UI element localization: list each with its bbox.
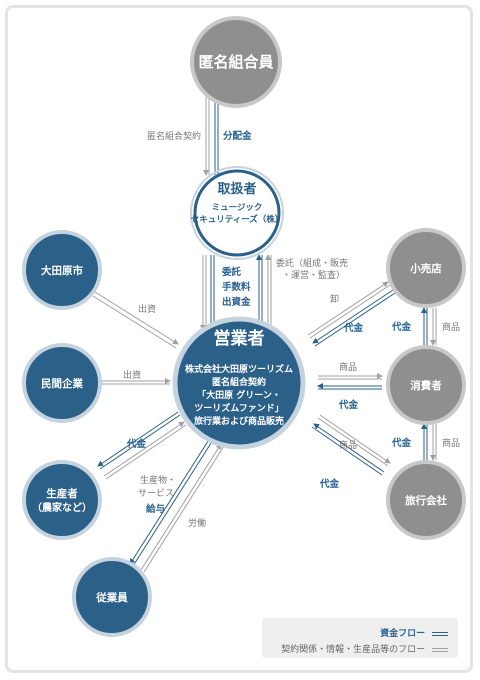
label-commission: 委託 — [221, 266, 242, 278]
node-operator: 営業者 株式会社大田原ツーリズム 匿名組合契約 「大田原 グリーン・ ツーリズム… — [172, 316, 306, 450]
legend-other-swatch — [432, 647, 448, 652]
label-price-travel: 代金 — [319, 478, 340, 490]
flow-travel-price-line — [313, 423, 385, 473]
label-price-vert2: 代金 — [391, 437, 412, 449]
flow-producer-price-line — [97, 411, 179, 467]
flow-lines — [92, 94, 437, 573]
flow-products-line-2 — [105, 424, 187, 480]
label-goods-consumer: 商品 — [339, 361, 357, 373]
svg-text:ミュージック: ミュージック — [212, 202, 263, 213]
legend: 資金フロー 契約関係・情報・生産品等のフロー — [262, 618, 458, 658]
svg-text:匿名組合契約: 匿名組合契約 — [212, 376, 266, 388]
node-producer: 生産者 （農家など） — [22, 460, 102, 540]
svg-text:従業員: 従業員 — [95, 591, 128, 604]
flow-labels: 匿名組合契約 分配金 委託 手数料 出資金 委託（組成・販売 ・運営・監査） 出… — [123, 130, 460, 529]
label-consign-2: ・運営・監査） — [282, 269, 345, 281]
svg-text:匿名組合員: 匿名組合員 — [198, 53, 273, 71]
flow-travel-goods-line — [319, 414, 391, 464]
flow-salary-line-2 — [132, 439, 214, 567]
svg-text:取扱者: 取扱者 — [217, 181, 256, 197]
node-investors: 匿名組合員 — [190, 16, 282, 108]
label-price-consumer: 代金 — [338, 399, 359, 411]
node-private-company: 民間企業 — [22, 343, 102, 423]
svg-text:営業者: 営業者 — [214, 328, 265, 349]
node-city: 大田原市 — [22, 230, 102, 310]
svg-text:ツーリズムファンド」: ツーリズムファンド」 — [194, 402, 283, 414]
svg-text:小売店: 小売店 — [409, 262, 442, 275]
flow-city-invest-line-2 — [92, 295, 177, 349]
flow-labor-line-2 — [143, 445, 225, 573]
svg-text:旅行業および商品販売: 旅行業および商品販売 — [194, 415, 284, 427]
legend-money-label: 資金フロー — [380, 629, 426, 639]
svg-text:（農家など）: （農家など） — [32, 501, 92, 514]
flow-products-line — [103, 421, 185, 477]
svg-text:株式会社大田原ツーリズム: 株式会社大田原ツーリズム — [185, 363, 293, 375]
legend-money-swatch — [432, 631, 448, 636]
svg-text:大田原市: 大田原市 — [41, 264, 83, 277]
flow-wholesale-line — [307, 281, 389, 336]
node-consumer: 消費者 — [386, 345, 466, 425]
node-travel-agency: 旅行会社 — [386, 460, 466, 540]
label-wholesale: 卸 — [330, 293, 339, 305]
svg-text:セキュリティーズ（株）: セキュリティーズ（株） — [191, 214, 284, 225]
label-salary: 給与 — [146, 503, 165, 515]
label-price-retail: 代金 — [343, 322, 364, 334]
flow-travel-price-line-2 — [311, 426, 383, 476]
svg-text:生産者: 生産者 — [46, 487, 78, 500]
svg-text:消費者: 消費者 — [410, 379, 442, 392]
label-dividend: 分配金 — [223, 130, 252, 142]
label-goods-travel: 商品 — [339, 439, 357, 451]
flow-travel-goods-line-2 — [317, 417, 389, 467]
label-products-1: 生産物・ — [140, 474, 176, 486]
label-price-vert1: 代金 — [391, 321, 412, 333]
flow-producer-price-line-2 — [99, 414, 181, 470]
flow-wholesale-line-2 — [309, 284, 391, 339]
flow-retail-price-line-2 — [314, 292, 396, 347]
svg-text:民間企業: 民間企業 — [41, 377, 83, 390]
label-price-producer: 代金 — [126, 438, 147, 450]
label-consign-1: 委託（組成・販売 — [276, 257, 348, 269]
flow-retail-price-line — [312, 289, 394, 344]
legend-other-label: 契約関係・情報・生産品等のフロー — [281, 645, 426, 655]
label-invest-private: 出資 — [123, 369, 141, 381]
flow-labor-line — [140, 443, 222, 571]
legend-other: 契約関係・情報・生産品等のフロー — [281, 642, 448, 655]
node-employee: 従業員 — [72, 557, 152, 637]
node-retail: 小売店 — [386, 228, 466, 308]
node-handler: 取扱者 ミュージック セキュリティーズ（株） — [190, 166, 284, 260]
label-capital: 出資金 — [222, 296, 251, 308]
label-invest-city: 出資 — [138, 303, 156, 315]
label-goods-vert2: 商品 — [442, 437, 460, 449]
svg-text:旅行会社: 旅行会社 — [405, 494, 447, 507]
label-fee: 手数料 — [222, 281, 251, 293]
label-goods-vert1: 商品 — [442, 321, 460, 333]
flow-salary-line — [129, 437, 211, 565]
svg-text:「大田原 グリーン・: 「大田原 グリーン・ — [197, 389, 281, 401]
label-labor: 労働 — [188, 517, 206, 529]
label-contract: 匿名組合契約 — [147, 130, 201, 142]
flow-city-invest-line — [94, 291, 179, 345]
label-products-2: サービス — [138, 488, 174, 499]
legend-money: 資金フロー — [380, 626, 448, 639]
